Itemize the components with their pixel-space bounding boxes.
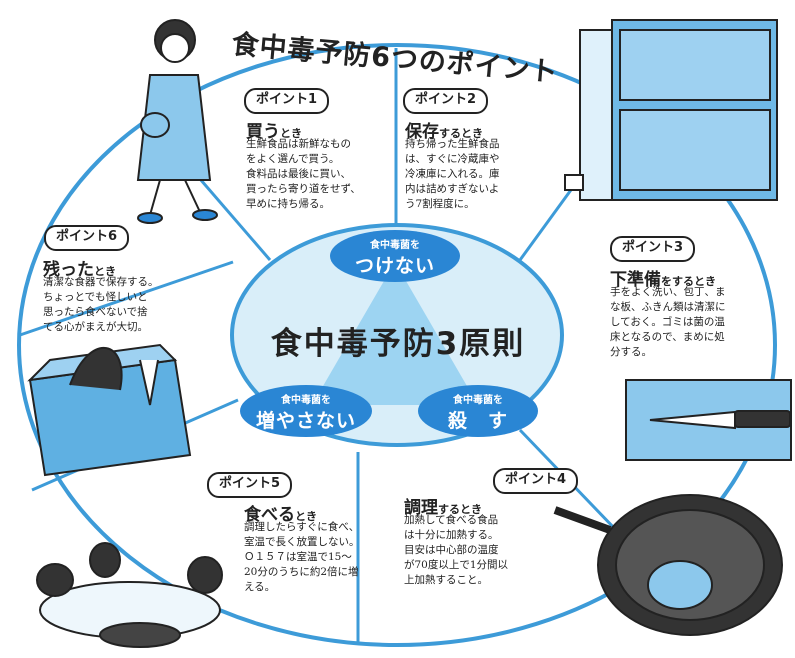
point-3-text: 手をよく洗い、包丁、ま な板、ふきん類は清潔に しておく。ゴミは菌の温 床となる… xyxy=(610,285,726,360)
point-6-heading-main: 残った xyxy=(43,260,94,280)
point-3-badge: ポイント3 xyxy=(610,236,696,262)
point-4-text: 加熱して食べる食品 は十分に加熱する。 目安は中心部の温度 が70度以上で1分間… xyxy=(404,513,508,588)
point-2-line: 冷凍庫に入れる。庫 xyxy=(405,168,500,180)
point-5-heading-main: 食べる xyxy=(244,505,295,525)
point-6-heading: 残ったとき xyxy=(43,255,116,280)
principle-fuyasanai: 食中毒菌を 増やさない xyxy=(240,385,372,437)
principle-korosu-main: 殺 す xyxy=(447,410,508,432)
point-5-line: 20分のうちに約2倍に増 xyxy=(244,566,359,578)
container-illustration xyxy=(27,343,192,477)
point-6-line: てる心がまえが大切。 xyxy=(43,321,148,333)
point-3-heading: 下準備をするとき xyxy=(610,265,716,290)
point-2-line: 持ち帰った生鮮食品 xyxy=(405,138,500,150)
point-5-line: 調理したらすぐに食べ、 xyxy=(244,521,360,533)
point-1-heading-sub: とき xyxy=(280,127,302,140)
principle-triangle xyxy=(312,262,478,405)
point-6-text: 清潔な食器で保存する。 ちょっとでも怪しいと 思ったら食べないで捨 てる心がまえ… xyxy=(43,275,159,335)
point-6-line: 思ったら食べないで捨 xyxy=(43,306,148,318)
point-3-line: な板、ふきん類は清潔に xyxy=(610,301,726,313)
shopper-illustration xyxy=(136,19,218,224)
point-4-heading: 調理するとき xyxy=(404,493,482,518)
point-6-line: ちょっとでも怪しいと xyxy=(43,291,148,303)
point-5-heading-sub: とき xyxy=(295,510,317,523)
point-4-line: 目安は中心部の温度 xyxy=(404,544,499,556)
point-5-badge: ポイント5 xyxy=(207,472,293,498)
point-2-heading-main: 保存 xyxy=(405,122,439,142)
principle-fuyasanai-main: 増やさない xyxy=(255,410,356,432)
germs-illustration xyxy=(36,542,223,648)
point-4-heading-main: 調理 xyxy=(404,498,438,518)
point-1-heading: 買うとき xyxy=(246,117,302,142)
point-2-badge: ポイント2 xyxy=(403,88,489,114)
point-3-line: しておく。ゴミは菌の温 xyxy=(610,316,725,328)
principle-korosu-sub: 食中毒菌を xyxy=(453,395,503,406)
point-4-line: は十分に加熱する。 xyxy=(404,529,499,541)
frying-pan-illustration xyxy=(553,494,783,636)
outer-ring xyxy=(17,43,777,647)
principle-fuyasanai-sub: 食中毒菌を xyxy=(281,395,331,406)
point-5-line: える。 xyxy=(244,581,276,593)
point-4-line: が70度以上で1分間以 xyxy=(404,559,509,571)
point-2-line: は、すぐに冷蔵庫や xyxy=(405,153,500,165)
point-2-line: 内は詰めすぎないよ xyxy=(405,183,500,195)
point-3-heading-sub: をするとき xyxy=(661,275,716,288)
point-1-line: 買ったら寄り道をせず、 xyxy=(246,183,361,195)
point-3-line: 床となるので、まめに処 xyxy=(610,331,725,343)
point-2-heading-sub: するとき xyxy=(439,127,483,140)
principle-tsukenai-main: つけない xyxy=(354,255,435,277)
point-4-line: 加熱して食べる食品 xyxy=(404,514,499,526)
point-4-line: 上加熱すること。 xyxy=(404,574,488,586)
point-1-line: 早めに持ち帰る。 xyxy=(246,198,330,210)
point-2-text: 持ち帰った生鮮食品 は、すぐに冷蔵庫や 冷凍庫に入れる。庫 内は詰めすぎないよ … xyxy=(405,137,500,212)
point-5-line: Ｏ１５７は室温で15～ xyxy=(244,551,352,563)
point-3-heading-main: 下準備 xyxy=(610,270,661,290)
principle-tsukenai-sub: 食中毒菌を xyxy=(370,240,420,251)
point-1-line: をよく選んで買う。 xyxy=(246,153,340,165)
point-5-text: 調理したらすぐに食べ、 室温で長く放置しない。 Ｏ１５７は室温で15～ 20分の… xyxy=(244,520,360,595)
center-title: 食中毒予防3原則 xyxy=(270,326,526,362)
point-6-line: 清潔な食器で保存する。 xyxy=(43,276,159,288)
point-1-heading-main: 買う xyxy=(246,122,280,142)
point-5-heading: 食べるとき xyxy=(244,500,317,525)
point-5-line: 室温で長く放置しない。 xyxy=(244,536,360,548)
point-3-line: 分する。 xyxy=(610,346,652,358)
point-2-line: う7割程度に。 xyxy=(405,198,475,210)
point-1-line: 生鮮食品は新鮮なもの xyxy=(246,138,351,150)
point-4-badge: ポイント4 xyxy=(493,468,579,494)
point-6-badge: ポイント6 xyxy=(44,225,130,251)
principle-tsukenai: 食中毒菌を つけない xyxy=(330,230,460,282)
knife-illustration xyxy=(625,379,792,461)
point-4-heading-sub: するとき xyxy=(438,503,482,516)
point-6-heading-sub: とき xyxy=(94,265,116,278)
point-1-line: 食料品は最後に買い、 xyxy=(246,168,351,180)
point-1-badge: ポイント1 xyxy=(244,88,330,114)
principle-korosu: 食中毒菌を 殺 す xyxy=(418,385,538,437)
fridge-illustration xyxy=(564,19,778,201)
point-1-text: 生鮮食品は新鮮なもの をよく選んで買う。 食料品は最後に買い、 買ったら寄り道を… xyxy=(246,137,361,212)
point-2-heading: 保存するとき xyxy=(405,117,483,142)
point-3-line: 手をよく洗い、包丁、ま xyxy=(610,286,726,298)
